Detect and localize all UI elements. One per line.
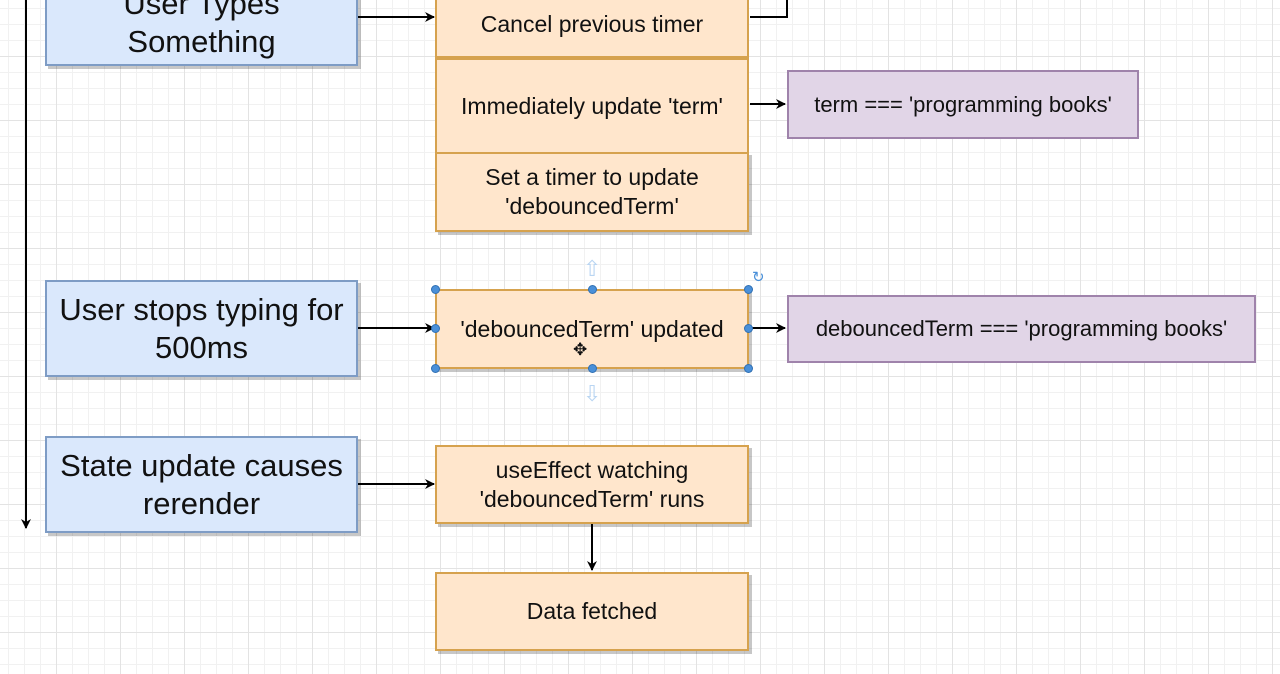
value-debounced-label: debouncedTerm === 'programming books' <box>815 316 1228 341</box>
value-debounced[interactable]: debouncedTerm === 'programming books' <box>787 295 1256 363</box>
resize-handle-bottom-left[interactable] <box>431 364 440 373</box>
action-use-effect[interactable]: useEffect watching 'debouncedTerm' runs <box>435 445 749 524</box>
value-term-label: term === 'programming books' <box>814 91 1112 117</box>
resize-handle-bottom-right[interactable] <box>744 364 753 373</box>
step-user-types-label: User Types Something <box>123 0 280 59</box>
move-cursor-icon: ✥ <box>573 340 588 359</box>
action-cancel-timer[interactable]: Cancel previous timer <box>435 0 749 58</box>
action-update-term-label: Immediately update 'term' <box>461 92 723 119</box>
resize-handle-right[interactable] <box>744 324 753 333</box>
resize-handle-top[interactable] <box>588 285 597 294</box>
action-use-effect-label: useEffect watching 'debouncedTerm' runs <box>479 456 705 512</box>
action-set-timer-label: Set a timer to update 'debouncedTerm' <box>485 164 699 219</box>
action-debounced-updated-label: 'debouncedTerm' updated <box>460 315 724 342</box>
action-debounced-updated[interactable]: 'debouncedTerm' updated <box>435 289 749 369</box>
step-state-update-label: State update causes rerender <box>60 447 343 521</box>
step-user-stops[interactable]: User stops typing for 500ms <box>45 280 358 377</box>
resize-handle-bottom[interactable] <box>588 364 597 373</box>
action-data-fetched-label: Data fetched <box>526 598 658 624</box>
step-state-update[interactable]: State update causes rerender <box>45 436 358 533</box>
resize-handle-top-right[interactable] <box>744 285 753 294</box>
action-cancel-timer-label: Cancel previous timer <box>480 10 704 37</box>
resize-handle-top-left[interactable] <box>431 285 440 294</box>
value-term[interactable]: term === 'programming books' <box>787 70 1139 139</box>
rotate-icon[interactable]: ↻ <box>752 269 765 286</box>
action-update-term[interactable]: Immediately update 'term' <box>435 58 749 154</box>
connect-arrow-up-icon[interactable]: ⇧ <box>583 256 602 281</box>
action-set-timer[interactable]: Set a timer to update 'debouncedTerm' <box>435 152 749 232</box>
connect-arrow-down-icon[interactable]: ⇩ <box>583 381 602 406</box>
step-user-types[interactable]: User Types Something <box>45 0 358 66</box>
connector-cancel-loop <box>750 0 788 18</box>
action-data-fetched[interactable]: Data fetched <box>435 572 749 651</box>
step-user-stops-label: User stops typing for 500ms <box>59 291 344 365</box>
resize-handle-left[interactable] <box>431 324 440 333</box>
